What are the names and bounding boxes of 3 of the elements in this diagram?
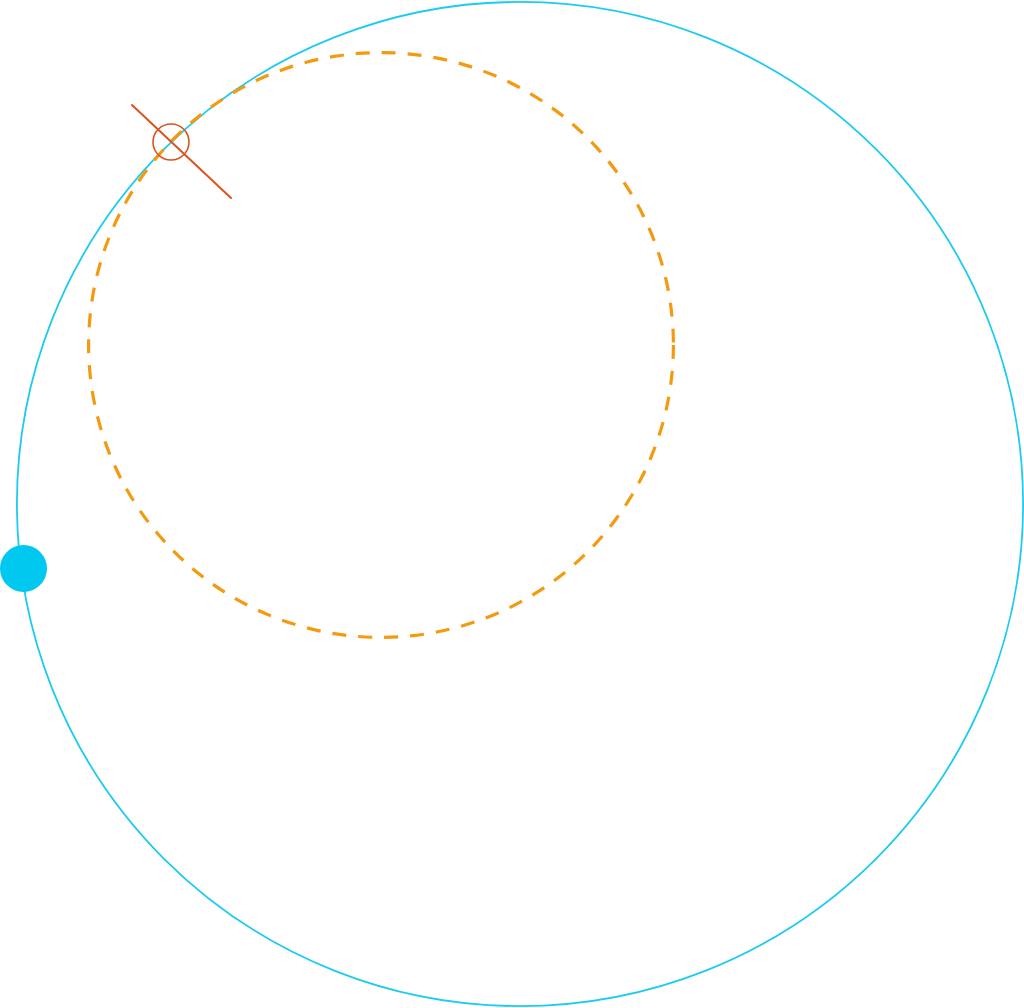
dashed-circle	[88, 52, 674, 638]
large-circle	[16, 1, 1024, 1007]
dot-marker	[0, 545, 47, 592]
